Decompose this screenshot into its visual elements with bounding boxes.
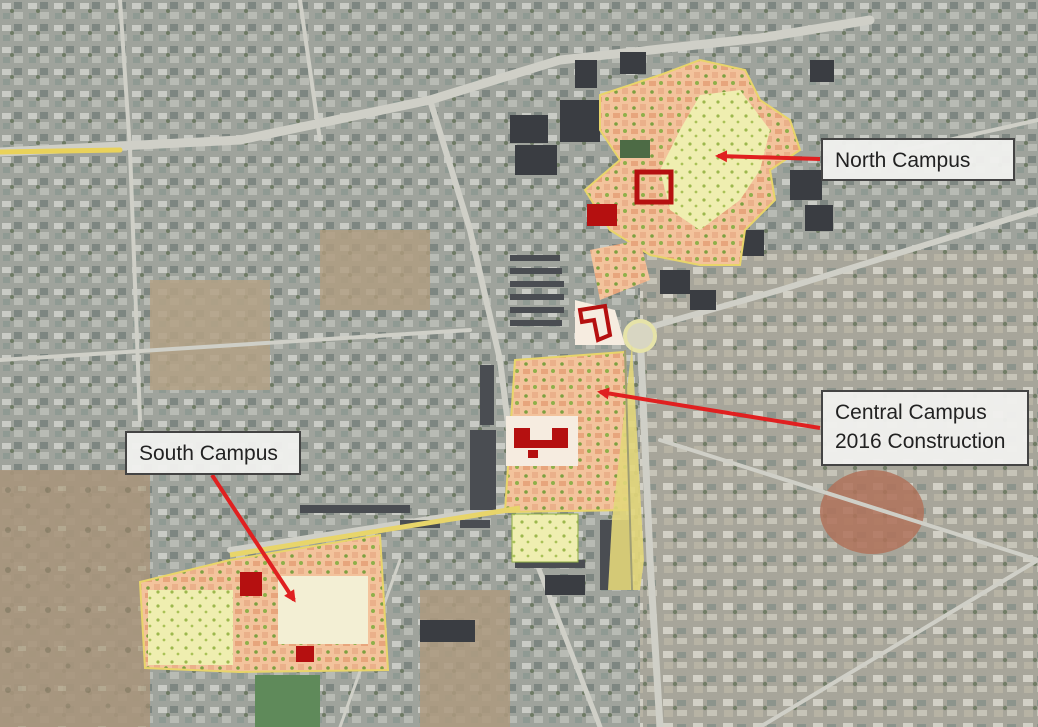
north-campus-label: North Campus — [821, 138, 1015, 181]
arrow-south — [210, 473, 296, 603]
dry-patch-3 — [420, 590, 510, 727]
callout-arrows — [210, 150, 821, 603]
central-campus-label: Central Campus 2016 Construction — [821, 390, 1029, 466]
central-campus — [503, 345, 644, 591]
central-campus-label-line2: 2016 Construction — [835, 430, 1006, 453]
north-campus-label-line: North Campus — [835, 149, 971, 172]
arrow-central — [597, 387, 821, 430]
north-campus — [575, 58, 802, 345]
south-campus-label: South Campus — [125, 431, 301, 475]
roundabout — [623, 319, 657, 353]
south-campus — [138, 505, 521, 674]
central-campus-label-line1: Central Campus — [835, 401, 987, 424]
sports-field-south — [255, 675, 320, 727]
dry-patch-2 — [320, 230, 430, 310]
dry-land-west — [0, 470, 150, 727]
dry-patch-1 — [150, 280, 270, 390]
south-campus-label-line: South Campus — [139, 442, 278, 465]
arrow-north — [715, 150, 821, 163]
commercial-blocks — [420, 52, 834, 642]
sports-field-east — [820, 470, 924, 554]
